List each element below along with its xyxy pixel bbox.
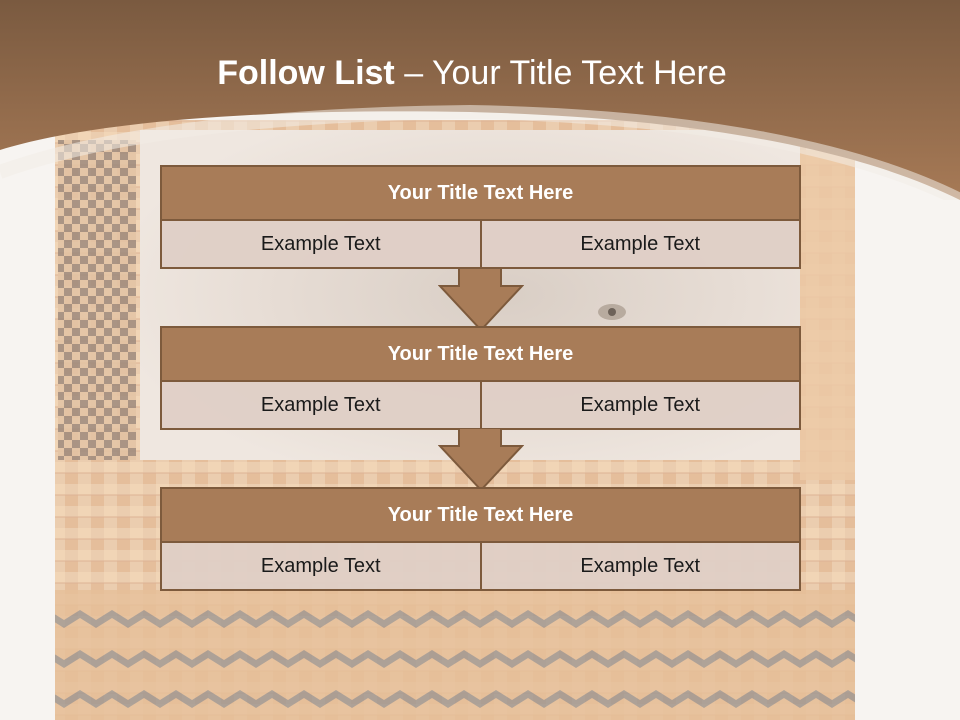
header-banner xyxy=(0,0,960,200)
block-title: Your Title Text Here xyxy=(160,165,801,221)
block-row: Example Text Example Text xyxy=(160,221,801,269)
title-bold-text: Follow List xyxy=(217,54,395,92)
block-cell-right: Example Text xyxy=(481,543,801,591)
list-block-3: Your Title Text Here Example Text Exampl… xyxy=(160,487,801,591)
block-row: Example Text Example Text xyxy=(160,382,801,430)
slide-title: Follow List – Your Title Text Here xyxy=(0,54,944,93)
block-cell-left: Example Text xyxy=(160,543,482,591)
block-cell-right: Example Text xyxy=(481,382,801,430)
block-cell-right: Example Text xyxy=(481,221,801,269)
list-block-2: Your Title Text Here Example Text Exampl… xyxy=(160,326,801,430)
block-cell-left: Example Text xyxy=(160,221,482,269)
block-title: Your Title Text Here xyxy=(160,487,801,543)
block-title: Your Title Text Here xyxy=(160,326,801,382)
down-arrow-icon xyxy=(438,428,524,492)
list-block-1: Your Title Text Here Example Text Exampl… xyxy=(160,165,801,269)
block-row: Example Text Example Text xyxy=(160,543,801,591)
down-arrow-icon xyxy=(438,268,524,332)
block-cell-left: Example Text xyxy=(160,382,482,430)
title-rest-text: – Your Title Text Here xyxy=(394,54,727,92)
